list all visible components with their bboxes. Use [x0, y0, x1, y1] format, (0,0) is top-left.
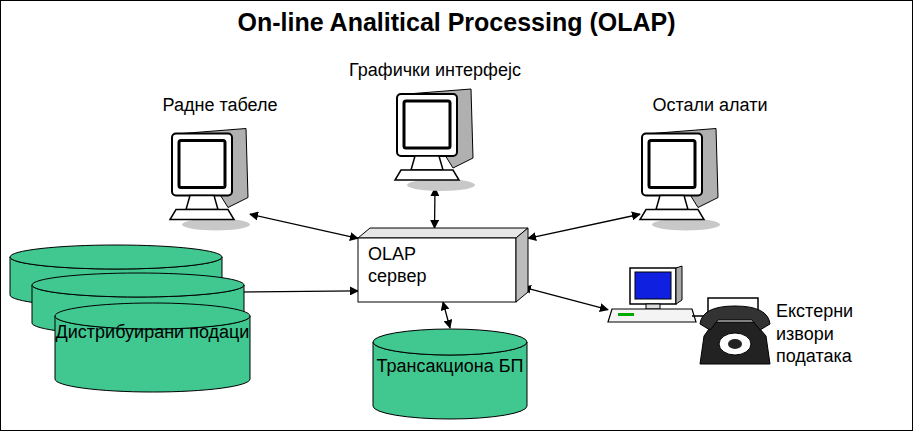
node-label: Трансакциона БП [374, 356, 526, 378]
node-label: Остали алати [610, 95, 810, 117]
double-arrow [523, 287, 608, 309]
node-label: Графички интерфејс [335, 60, 535, 82]
server-shape [358, 228, 528, 302]
double-arrow [434, 188, 436, 228]
diagram-title: On-line Analitical Processing (OLAP) [0, 8, 913, 37]
double-arrow [528, 214, 640, 238]
workstation-monitor: Радне табеле [170, 125, 250, 230]
external-source: Екстерни извори података [608, 266, 773, 370]
cylinder-stack [10, 245, 250, 392]
node-label: OLAP сервер [368, 244, 458, 287]
double-arrow [226, 291, 358, 292]
node-label: Дистрибуирани подаци [55, 322, 250, 344]
double-arrow [250, 214, 358, 238]
node-label: Радне табеле [120, 95, 320, 117]
database-stack: Дистрибуирани подаци [10, 245, 250, 392]
monitor-icon [640, 125, 720, 230]
monitor-icon [170, 125, 250, 230]
computer-phone-icon [608, 266, 773, 370]
database-cylinder: Трансакциона БП [372, 328, 528, 420]
server-box: OLAP сервер [358, 228, 528, 302]
workstation-monitor: Графички интерфејс [395, 88, 475, 188]
node-label: Екстерни извори података [776, 300, 908, 368]
double-arrow [443, 302, 450, 328]
workstation-monitor: Остали алати [640, 125, 720, 230]
monitor-icon [395, 88, 475, 188]
